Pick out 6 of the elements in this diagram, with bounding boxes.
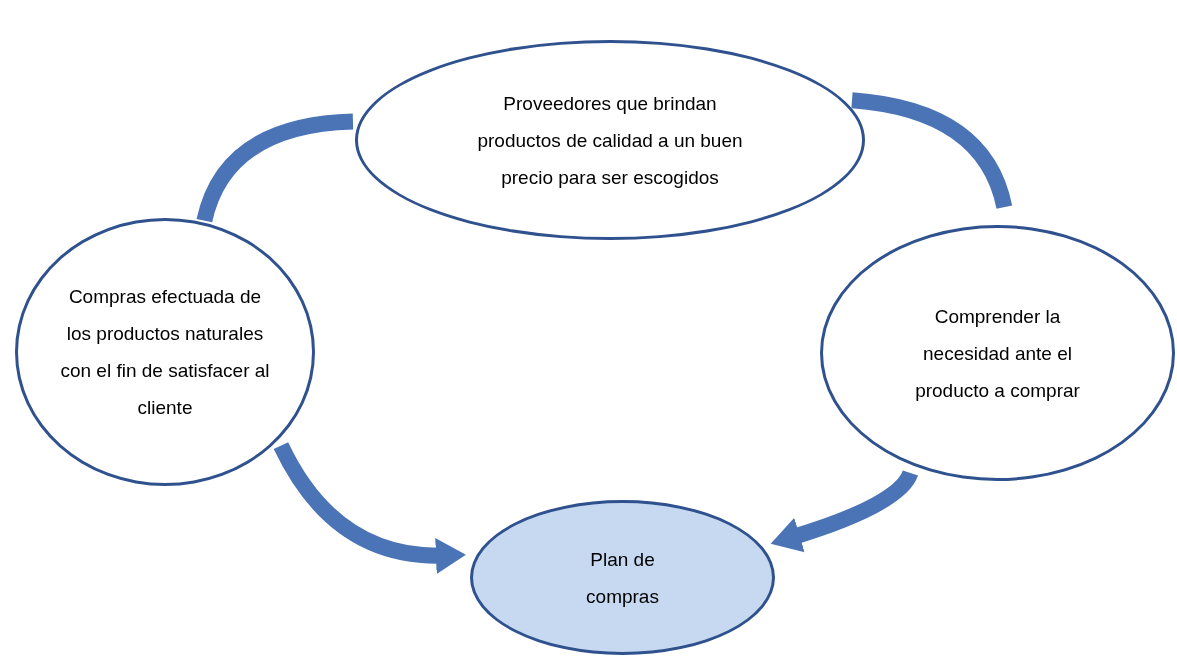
node-text: Comprender la necesidad ante el producto a comprar xyxy=(914,304,1081,403)
node-text: Plan de compras xyxy=(585,547,660,609)
node-text: Proveedores que brindan productos de calidad a un buen precio para ser escogidos xyxy=(476,91,744,190)
node-text: Compras efectuada de los productos naturales con el fin de satisfacer al cliente xyxy=(59,285,271,420)
curved-arrow xyxy=(273,442,466,574)
curved-arrow xyxy=(770,469,918,553)
